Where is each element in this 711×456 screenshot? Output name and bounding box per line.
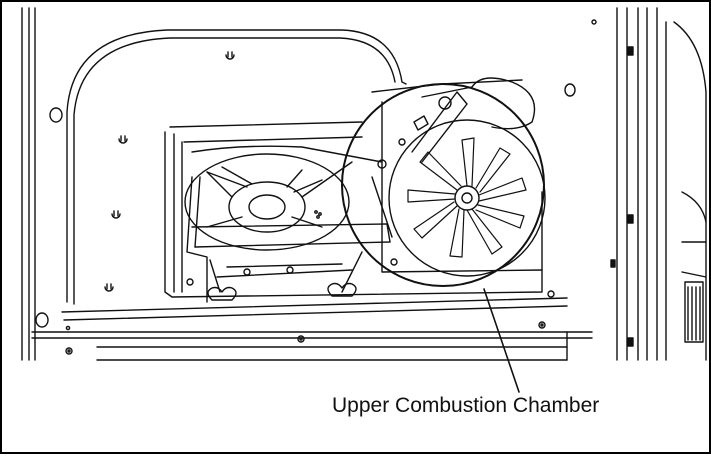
firebox-back-panel bbox=[31, 29, 593, 339]
front-bracket bbox=[186, 161, 393, 303]
left-blower-wheel bbox=[184, 153, 350, 251]
callout-label: Upper Combustion Chamber bbox=[332, 394, 600, 417]
cabinet-left-wall bbox=[21, 7, 36, 361]
wing-nuts bbox=[186, 278, 357, 301]
callout-circle bbox=[341, 83, 545, 287]
callout-leader-line bbox=[483, 288, 520, 393]
combustion-blower bbox=[371, 77, 546, 277]
panel-screws bbox=[35, 51, 555, 355]
cabinet-right-wall bbox=[564, 7, 707, 361]
lower-opening bbox=[96, 331, 568, 361]
fan-housing bbox=[164, 121, 543, 298]
blower-blades bbox=[407, 137, 527, 258]
